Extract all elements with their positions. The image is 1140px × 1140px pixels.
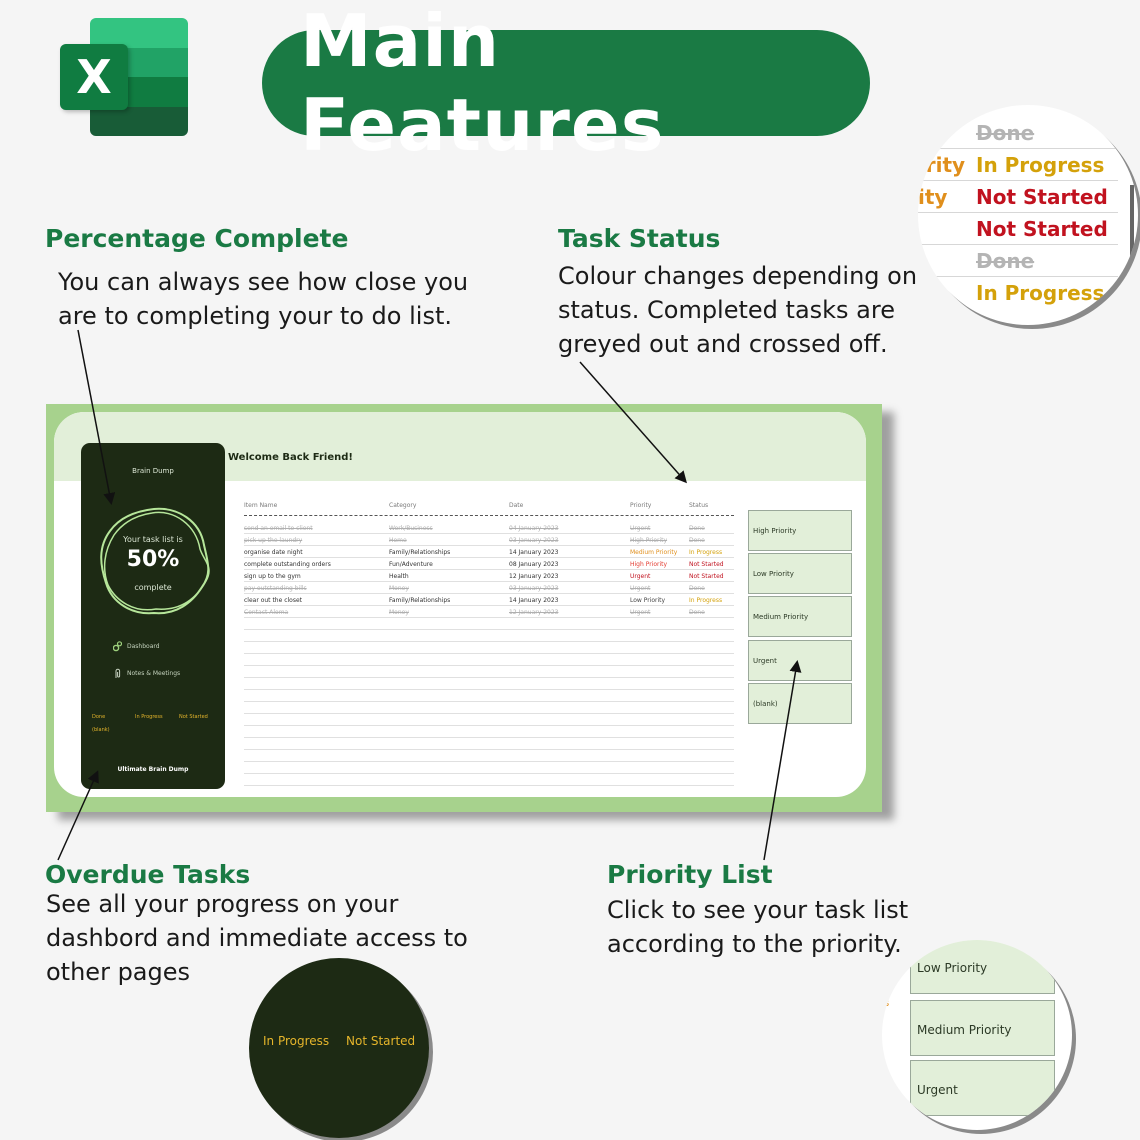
- zoom-scrollbar: [1130, 185, 1134, 305]
- sidebar-item-notes-meetings[interactable]: Notes & Meetings: [113, 668, 180, 679]
- task-status-line: status. Completed tasks are: [558, 296, 895, 324]
- priority-filter-blank[interactable]: (blank): [748, 683, 852, 724]
- empty-row-line: [244, 713, 734, 714]
- page-title: Main Features: [262, 0, 870, 167]
- header-divider: [244, 515, 734, 516]
- task-status-description: Colour changes depending on status. Comp…: [558, 259, 917, 361]
- dashboard-preview: Welcome Back Friend! Brain Dump Your tas…: [46, 404, 882, 812]
- overdue-line: See all your progress on your: [46, 890, 399, 918]
- welcome-text: Welcome Back Friend!: [228, 452, 353, 463]
- empty-row-line: [244, 629, 734, 630]
- empty-row-line: [244, 653, 734, 654]
- empty-row-line: [244, 785, 734, 786]
- empty-row-line: [244, 641, 734, 642]
- column-header-status: Status: [689, 502, 709, 509]
- sidebar: Brain Dump Your task list is 50% complet…: [81, 443, 225, 789]
- zoom-status-row: Not Started: [918, 213, 1118, 245]
- zoom-status-row: Done: [918, 117, 1118, 149]
- column-header-category: Category: [389, 502, 417, 509]
- column-header-item-name: Item Name: [244, 502, 278, 509]
- ring-label-bottom: complete: [134, 583, 172, 592]
- zoom-priority-urgent: Urgent: [910, 1060, 1055, 1116]
- gears-icon: [113, 641, 122, 652]
- task-status-heading: Task Status: [558, 224, 721, 253]
- zoom-priority-prefix: s: [884, 998, 890, 1009]
- empty-row-line: [244, 773, 734, 774]
- ring-percentage: 50%: [126, 547, 180, 572]
- sidebar-item-dashboard[interactable]: Dashboard: [113, 641, 160, 652]
- zoom-status-row: Done: [918, 245, 1118, 277]
- task-status-line: Colour changes depending on: [558, 262, 918, 290]
- priority-filter-high[interactable]: High Priority: [748, 510, 852, 551]
- empty-row-line: [244, 689, 734, 690]
- overdue-line: dashbord and immediate access to: [46, 924, 468, 952]
- legend-zoom-callout: In Progress Not Started: [249, 958, 429, 1138]
- zoom-legend-in-progress: In Progress: [263, 1034, 330, 1048]
- zoom-status-row: In Progress: [976, 281, 1105, 305]
- overdue-heading: Overdue Tasks: [45, 860, 251, 889]
- empty-row-line: [244, 749, 734, 750]
- paperclip-icon: [113, 668, 122, 679]
- percentage-line: are to completing your to do list.: [58, 302, 452, 330]
- column-header-date: Date: [509, 502, 524, 509]
- excel-x-badge: X: [60, 44, 128, 110]
- column-header-priority: Priority: [630, 502, 652, 509]
- priority-list-line: Click to see your task list: [607, 896, 909, 924]
- priority-zoom-callout: s Low Priority Medium Priority Urgent: [882, 940, 1072, 1130]
- priority-filter-low[interactable]: Low Priority: [748, 553, 852, 594]
- legend-done[interactable]: Done: [92, 714, 106, 720]
- percentage-heading: Percentage Complete: [45, 224, 349, 253]
- progress-ring: [100, 507, 210, 615]
- priority-filter-medium[interactable]: Medium Priority: [748, 596, 852, 637]
- sidebar-title: Brain Dump: [132, 467, 174, 475]
- priority-filter-urgent[interactable]: Urgent: [748, 640, 852, 681]
- zoom-priority-medium: Medium Priority: [910, 1000, 1055, 1056]
- percentage-description: You can always see how close you are to …: [58, 265, 468, 333]
- legend-not-started[interactable]: Not Started: [179, 714, 208, 720]
- empty-row-line: [244, 701, 734, 702]
- dashboard-canvas: Welcome Back Friend! Brain Dump Your tas…: [54, 412, 866, 797]
- overdue-line: other pages: [46, 958, 191, 986]
- priority-list-heading: Priority List: [607, 860, 773, 889]
- task-status-line: greyed out and crossed off.: [558, 330, 888, 358]
- empty-row-line: [244, 725, 734, 726]
- priority-list-description: Click to see your task list according to…: [607, 893, 908, 961]
- percentage-line: You can always see how close you: [58, 268, 469, 296]
- excel-sheet-graphic: [90, 18, 188, 136]
- sidebar-item-label: Dashboard: [127, 643, 160, 650]
- empty-row-line: [244, 665, 734, 666]
- empty-row-line: [244, 761, 734, 762]
- sidebar-item-label: Notes & Meetings: [127, 670, 181, 677]
- empty-row-line: [244, 677, 734, 678]
- zoom-priority-low: Low Priority: [910, 940, 1055, 994]
- legend-blank[interactable]: (blank): [92, 727, 110, 733]
- ring-label-top: Your task list is: [123, 535, 183, 544]
- overdue-description: See all your progress on your dashbord a…: [46, 887, 468, 989]
- empty-row-line: [244, 737, 734, 738]
- sidebar-footer: Ultimate Brain Dump: [117, 766, 189, 773]
- excel-logo-icon: X: [60, 18, 190, 136]
- zoom-legend-not-started: Not Started: [346, 1034, 416, 1048]
- priority-list-line: according to the priority.: [607, 930, 902, 958]
- legend-in-progress[interactable]: In Progress: [135, 714, 163, 720]
